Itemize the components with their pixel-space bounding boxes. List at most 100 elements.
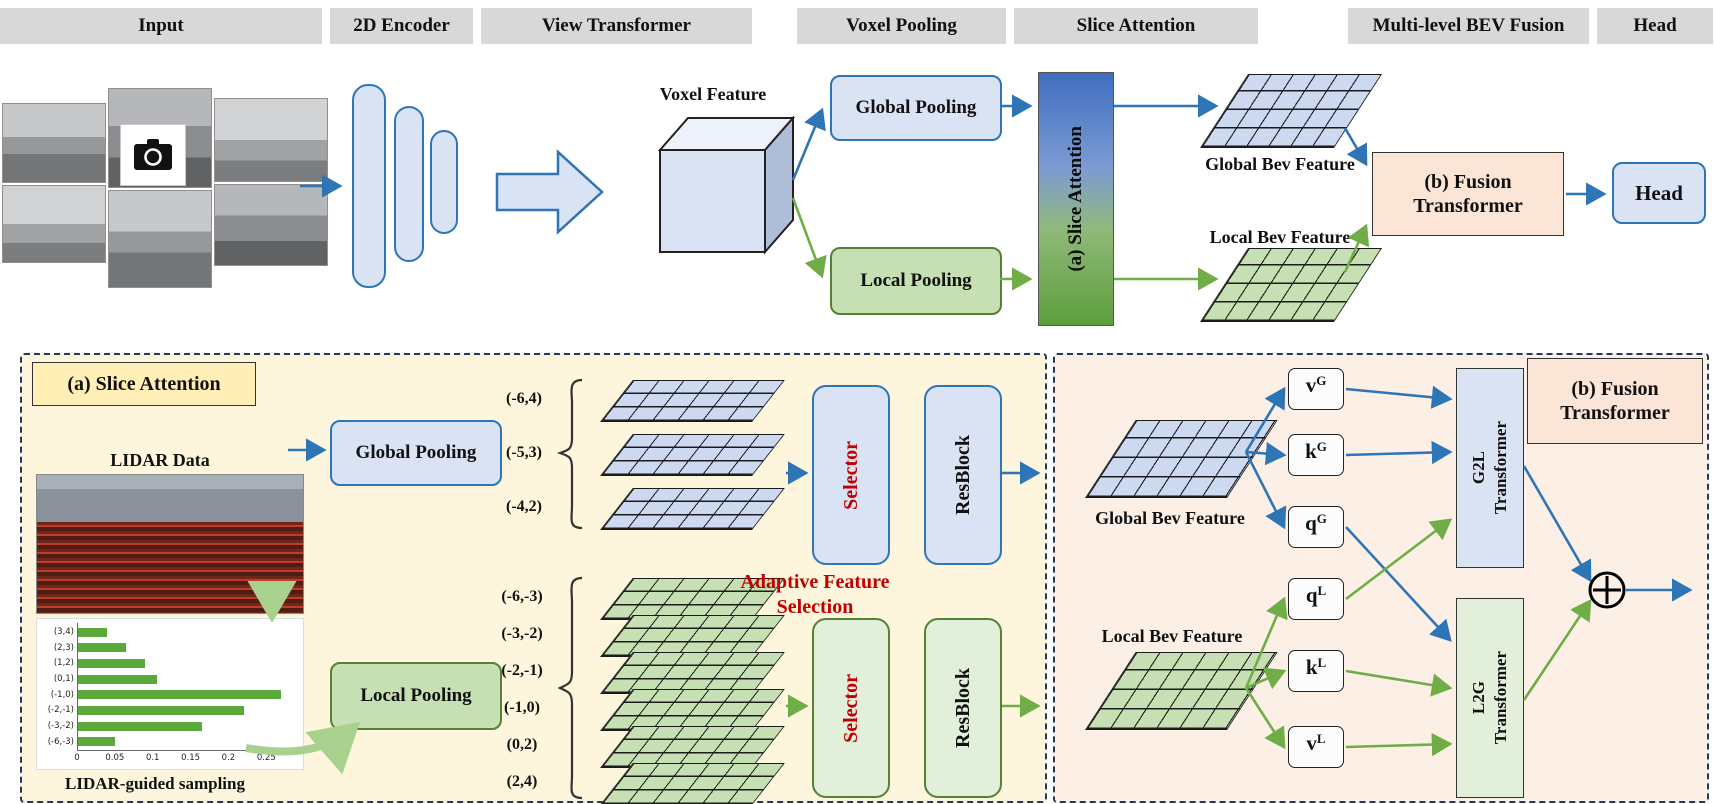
global-bev-feature-label: Global Bev Feature <box>1205 154 1355 174</box>
global-slice-range-2: (-5,3) <box>506 444 542 461</box>
global-slice-range-3: (-4,2) <box>506 498 542 515</box>
chart-bar-label: (-2,-1) <box>47 705 74 716</box>
camera-image-front-right <box>214 98 328 182</box>
lidar-data-label: LIDAR Data <box>110 450 210 470</box>
chart-bar-row: (3,4) <box>37 626 289 639</box>
adaptive-feature-selection-label: Adaptive Feature Selection <box>670 570 960 620</box>
panel-b-local-bev-label: Local Bev Feature <box>1101 626 1243 646</box>
key-global-sup: G <box>1316 439 1327 454</box>
lidar-image-sky <box>37 475 303 522</box>
l2g-label: L2G <box>1469 681 1488 715</box>
global-slice-range-1: (-6,4) <box>506 390 542 407</box>
chart-bar-row: (2,3) <box>37 641 289 654</box>
arrow-voxel-to-local-pooling <box>791 197 827 279</box>
stage-label-slice-attention: Slice Attention <box>1014 8 1258 44</box>
local-selector-label: Selector <box>839 673 862 743</box>
chart-bar <box>77 627 108 637</box>
chart-bar-label: (-3,-2) <box>47 721 74 732</box>
global-selector-label: Selector <box>839 440 862 510</box>
panel-a-local-pooling-box: Local Pooling <box>330 662 502 730</box>
chart-bar <box>77 674 157 684</box>
value-local-base: v <box>1306 731 1317 755</box>
chart-x-tick: 0.2 <box>221 753 236 763</box>
stage-label-input: Input <box>0 8 322 44</box>
local-slice-plane-6 <box>600 763 785 804</box>
local-slice-range-1: (-6,-3) <box>501 588 543 605</box>
local-slice-range-4: (-1,0) <box>504 699 540 716</box>
local-slice-range-2: (-3,-2) <box>501 625 543 642</box>
panel-a-title: (a) Slice Attention <box>32 362 256 406</box>
value-global-sup: G <box>1316 373 1327 388</box>
encoder-pill-2 <box>394 106 424 262</box>
chart-bar-row: (-3,-2) <box>37 720 289 733</box>
key-global-base: k <box>1305 439 1317 463</box>
local-pooling-box: Local Pooling <box>830 247 1002 315</box>
local-slice-range-5: (0,2) <box>506 736 538 753</box>
chart-bar-row: (-6,-3) <box>37 735 289 748</box>
panel-b-title-line1: (b) Fusion <box>1571 378 1659 400</box>
lidar-guided-sampling-label: LIDAR-guided sampling <box>65 774 245 793</box>
chart-bar <box>77 658 146 668</box>
chart-bar-label: (-6,-3) <box>47 736 74 747</box>
adaptive-feature-line2: Selection <box>776 596 854 618</box>
value-local-sup: L <box>1316 731 1326 746</box>
chart-y-axis <box>77 623 78 751</box>
stage-label-2d-encoder: 2D Encoder <box>330 8 473 44</box>
chart-bar <box>77 643 127 653</box>
chart-bar <box>77 721 202 731</box>
local-resblock-label: ResBlock <box>951 668 974 748</box>
stage-label-voxel-pooling: Voxel Pooling <box>797 8 1006 44</box>
head-box: Head <box>1612 162 1706 224</box>
lidar-sampling-chart: (3,4)(2,3)(1,2)(0,1)(-1,0)(-2,-1)(-3,-2)… <box>36 618 304 770</box>
chart-x-tick: 0.05 <box>105 753 125 763</box>
g2l-transformer-label: Transformer <box>1491 421 1510 515</box>
lidar-image-points <box>37 521 303 613</box>
camera-icon <box>120 124 186 186</box>
chart-bar <box>77 705 244 715</box>
global-selector-box: Selector <box>812 385 890 565</box>
encoder-pill-3 <box>430 130 458 234</box>
chart-bar-label: (3,4) <box>53 627 74 638</box>
key-local-sup: L <box>1317 655 1327 670</box>
camera-image-back-left <box>2 185 106 263</box>
query-local-base: q <box>1305 583 1318 607</box>
voxel-cube <box>657 115 796 255</box>
chart-bar <box>77 737 115 747</box>
global-bev-grid <box>1200 74 1383 148</box>
query-global-base: q <box>1305 511 1317 535</box>
arrow-voxel-to-global-pooling <box>791 107 826 181</box>
l2g-transformer-label: Transformer <box>1491 651 1510 745</box>
chart-x-tick: 0.1 <box>145 753 160 763</box>
local-bev-feature-label: Local Bev Feature <box>1209 227 1351 247</box>
l2g-transformer-box: L2G Transformer <box>1456 598 1524 798</box>
slice-attention-module: (a) Slice Attention <box>1038 72 1114 326</box>
chart-x-tick: 0.15 <box>181 753 201 763</box>
panel-a-global-pooling-box: Global Pooling <box>330 420 502 486</box>
global-pooling-box: Global Pooling <box>830 75 1002 141</box>
global-resblock-label: ResBlock <box>951 435 974 515</box>
panel-b-title-line2: Transformer <box>1560 402 1670 424</box>
query-global-sup: G <box>1316 511 1327 526</box>
chart-bar-row: (0,1) <box>37 673 289 686</box>
stage-label-head: Head <box>1597 8 1713 44</box>
chart-bar-label: (1,2) <box>53 658 74 669</box>
chart-bar-row: (1,2) <box>37 657 289 670</box>
chart-bar-label: (0,1) <box>53 674 74 685</box>
chart-bar-label: (2,3) <box>53 642 74 653</box>
camera-image-back <box>108 190 212 288</box>
chart-x-tick: 0.25 <box>256 753 276 763</box>
local-slice-range-6: (2,4) <box>506 773 538 790</box>
stage-label-bev-fusion: Multi-level BEV Fusion <box>1348 8 1589 44</box>
local-resblock-box: ResBlock <box>924 618 1002 798</box>
camera-image-back-right <box>214 184 328 266</box>
key-local-base: k <box>1305 655 1318 679</box>
chart-bar <box>77 690 282 700</box>
query-local-sup: L <box>1317 583 1327 598</box>
panel-b-title: (b) Fusion Transformer <box>1527 358 1703 444</box>
